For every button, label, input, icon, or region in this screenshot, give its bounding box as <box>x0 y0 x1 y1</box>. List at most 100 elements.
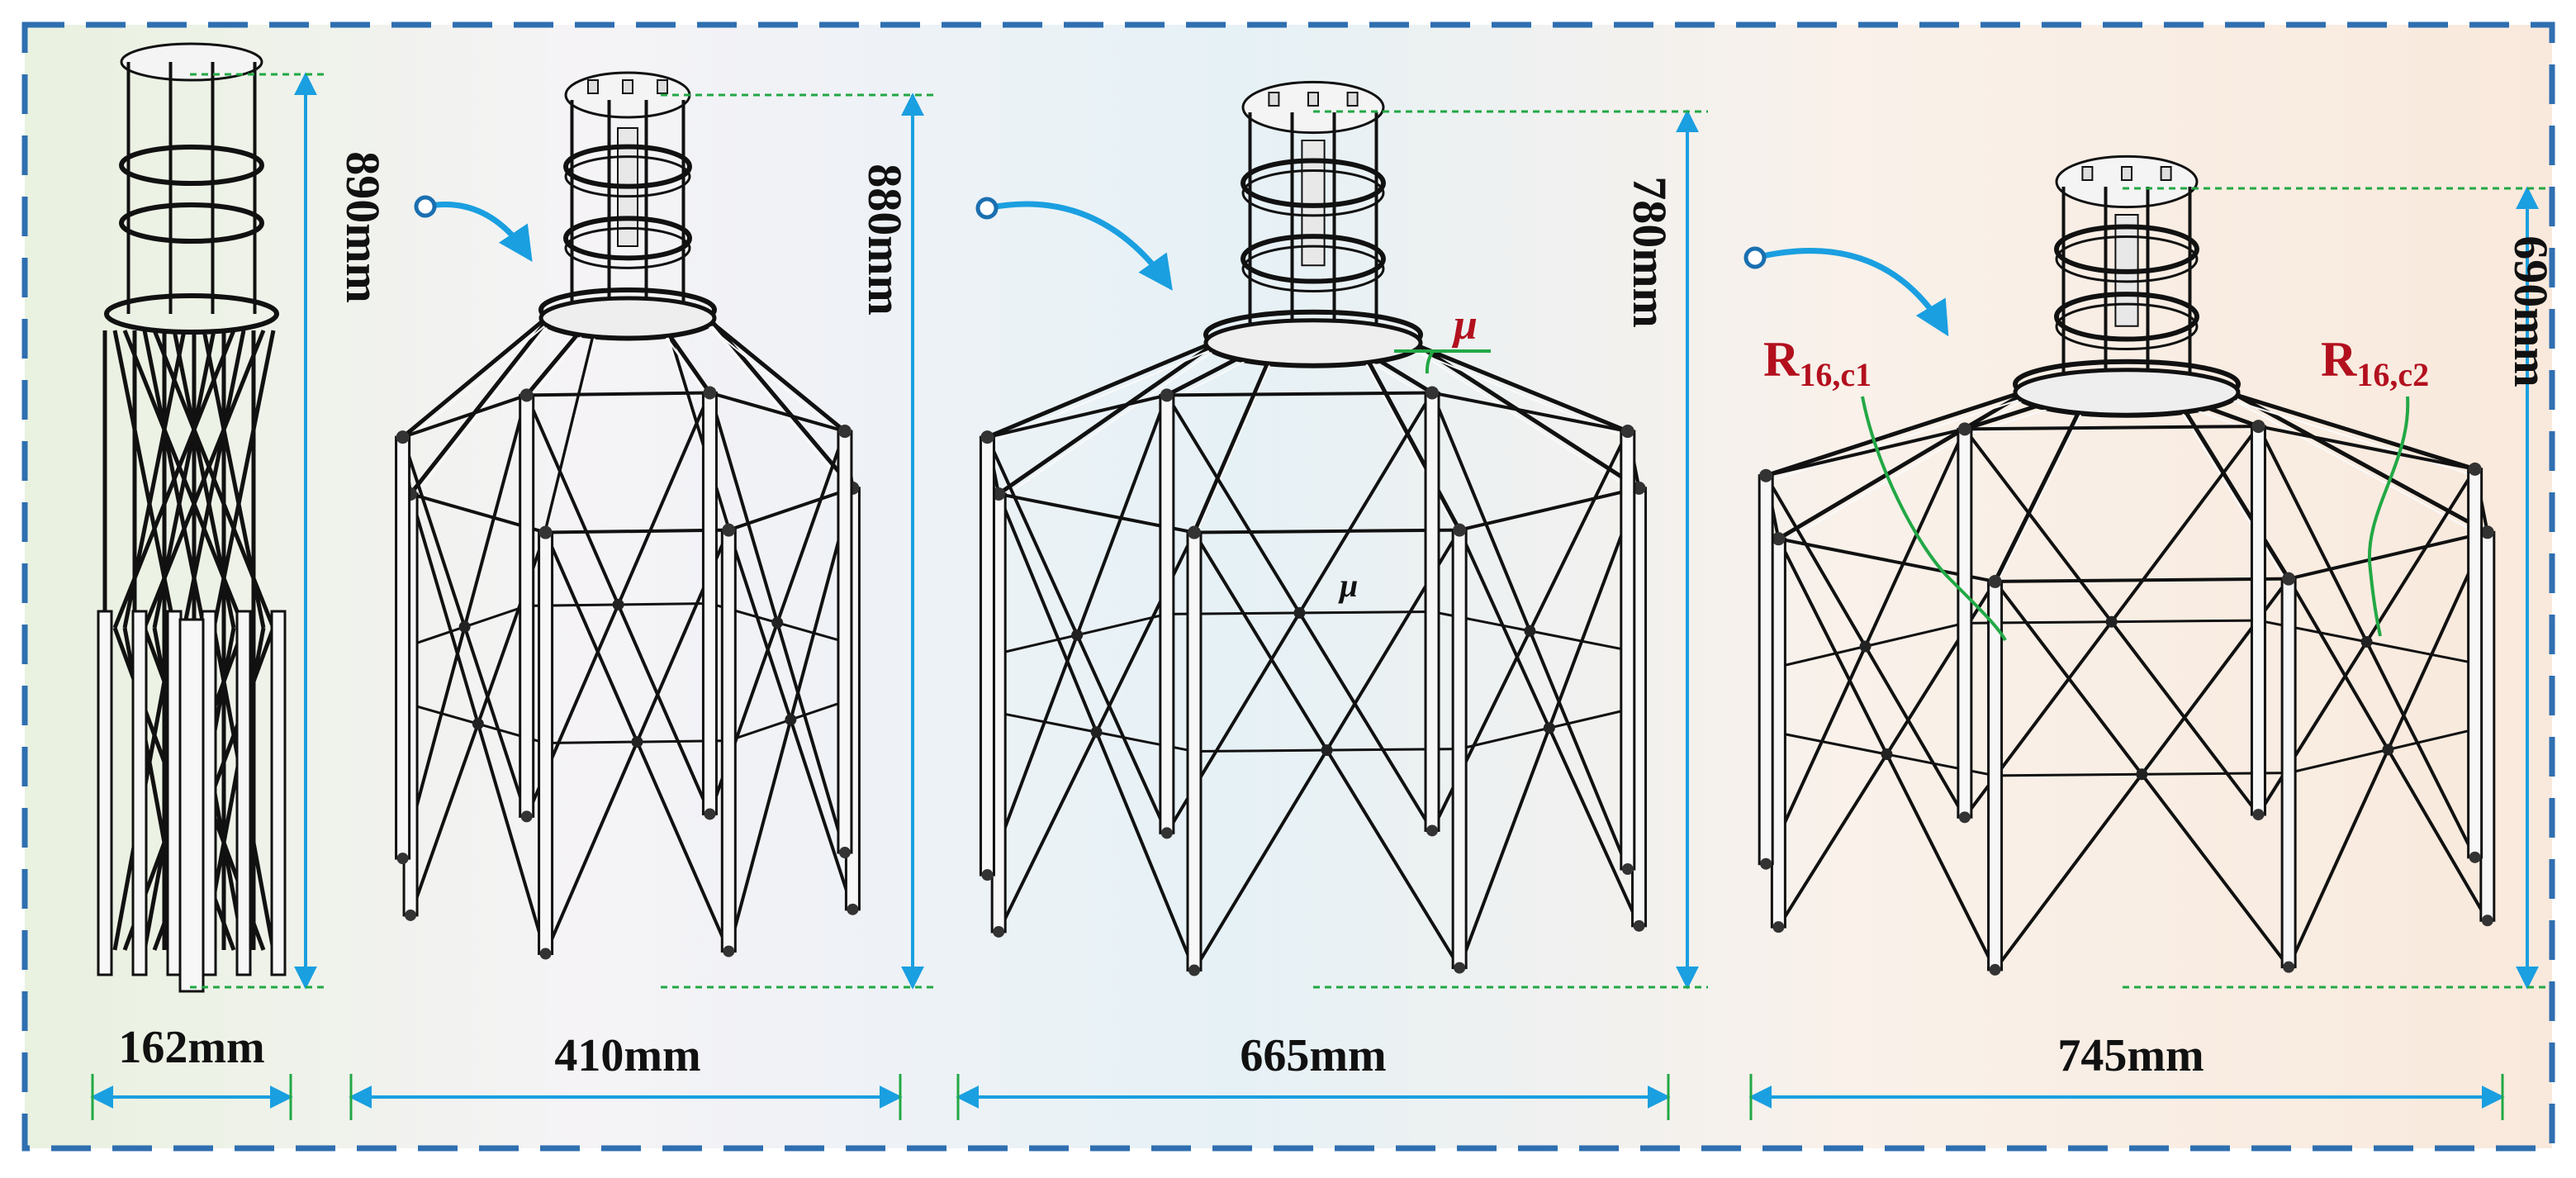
transition-arrows <box>414 195 1949 337</box>
width-label-stage-1: 162mm <box>118 1022 264 1073</box>
scissor-pin <box>458 620 471 633</box>
spoke-highlight <box>525 324 592 403</box>
leg-post <box>519 393 535 818</box>
spoke-highlight <box>1357 349 1461 538</box>
foot-joint <box>1760 857 1772 870</box>
leg-post <box>1451 529 1468 970</box>
leg-post <box>2250 425 2266 816</box>
spoke-highlight <box>1994 398 2090 589</box>
tower-bolt <box>2081 166 2094 181</box>
tower-ring <box>1241 158 1386 208</box>
tower-bolt <box>657 79 668 94</box>
leg-joint <box>1426 386 1440 400</box>
robot-stage-2 <box>395 71 861 960</box>
scissor-pin <box>612 598 624 610</box>
foot-joint <box>1989 963 2001 976</box>
leg-joint <box>2480 525 2494 539</box>
scissor-pin <box>1090 726 1103 739</box>
foot-joint <box>1426 824 1439 837</box>
spoke-highlight <box>401 324 548 444</box>
scissor-pin <box>1543 722 1555 734</box>
robot-stage-1 <box>97 42 287 993</box>
tower-ring-lower <box>2055 235 2199 283</box>
foot-joint <box>1188 964 1200 976</box>
leg-post <box>131 610 148 976</box>
height-label-stage-4: 690mm <box>2504 235 2558 387</box>
upper-ring-link <box>526 391 710 397</box>
leg-joint <box>1620 425 1634 439</box>
foot-joint <box>838 847 851 859</box>
spoke-link <box>704 316 847 433</box>
background-panel <box>25 25 2552 1148</box>
joint-label-r16-c1: R16,c1 <box>1763 332 1872 393</box>
spoke-link <box>986 340 1213 439</box>
scissor-pin <box>1293 606 1306 619</box>
arrow-start-dot <box>414 195 437 218</box>
leg-post <box>1957 427 1973 819</box>
tower-bolt <box>622 79 633 94</box>
leg-joint <box>1187 525 1201 539</box>
leg-joint <box>2468 462 2482 476</box>
upper-ring-link <box>1193 528 1460 534</box>
leg-joint <box>1160 388 1174 402</box>
width-label-stage-4: 745mm <box>2057 1030 2204 1081</box>
leg-joint <box>1759 468 1773 482</box>
scissor-pin <box>1881 748 1893 761</box>
upper-ring-link <box>709 391 846 433</box>
robot-stage-3 <box>979 80 1648 976</box>
height-label-stage-2: 880mm <box>858 164 912 316</box>
leg-post <box>1758 474 1774 866</box>
leg-joint <box>519 388 534 402</box>
leg-joint <box>980 430 994 444</box>
spoke-link <box>1409 340 1629 434</box>
spoke-highlight <box>1413 349 1640 496</box>
stage-transition-arrow <box>425 202 533 262</box>
spoke-link <box>2230 390 2489 534</box>
upper-ring-link <box>1431 391 1629 434</box>
foot-joint <box>2469 851 2481 863</box>
scissor-pin <box>1859 640 1872 653</box>
spoke-link <box>1412 340 1640 490</box>
upper-ring-link <box>545 528 729 534</box>
arrow-start-dot <box>1743 246 1767 269</box>
dimension-annotations <box>90 72 2548 1120</box>
folded-link <box>182 330 246 629</box>
spoke-highlight <box>663 324 730 537</box>
folded-link <box>112 330 236 629</box>
spoke-highlight <box>1193 349 1278 539</box>
tower-ring-lower <box>564 226 691 269</box>
tower-bolt <box>1307 92 1319 107</box>
tower-ring <box>119 145 264 186</box>
robot-stage-4 <box>1758 154 2496 976</box>
tower-ring-lower <box>2055 302 2199 351</box>
stage-transition-arrow <box>986 201 1173 291</box>
foot-joint <box>723 945 735 957</box>
leg-joint <box>396 430 410 444</box>
tower-top-plate <box>120 42 263 82</box>
spoke-link <box>1777 390 2027 541</box>
scissor-pin <box>785 714 797 726</box>
spoke-highlight <box>705 324 846 439</box>
leg-post <box>1424 391 1440 832</box>
foot-joint <box>2481 914 2493 927</box>
central-hub <box>1203 318 1423 368</box>
leg-post <box>538 531 554 956</box>
tower-ring <box>104 293 279 335</box>
front-leg-post <box>178 618 205 993</box>
scissor-pin <box>1071 629 1084 641</box>
leg-post <box>2280 577 2297 969</box>
foot-joint <box>993 925 1005 938</box>
foot-joint <box>1160 827 1173 839</box>
arrow-start-dot <box>975 197 999 220</box>
leg-post <box>97 610 113 976</box>
tower-ring <box>2054 224 2199 274</box>
spoke-link <box>1192 342 1279 534</box>
foot-joint <box>1621 863 1634 876</box>
spoke-link <box>543 317 600 534</box>
leg-post <box>1159 393 1175 834</box>
foot-joint <box>981 869 994 881</box>
spoke-link <box>2227 390 2476 472</box>
foot-joint <box>2283 961 2295 973</box>
